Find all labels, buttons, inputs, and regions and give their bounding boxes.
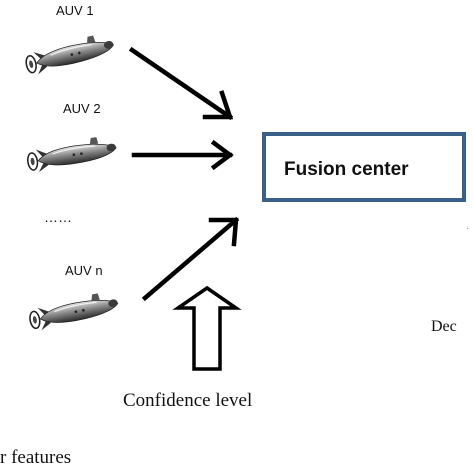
confidence-level-label: Confidence level bbox=[123, 390, 252, 411]
auv-1-label: AUV 1 bbox=[56, 3, 94, 18]
fusion-center-box: Fusion center bbox=[262, 132, 466, 202]
edge-mark: · bbox=[466, 223, 469, 234]
fusion-center-label: Fusion center bbox=[284, 159, 409, 180]
arrow-auv1-to-fusion-icon bbox=[128, 46, 234, 121]
hollow-up-arrow-icon bbox=[172, 285, 242, 371]
auv-2-label: AUV 2 bbox=[63, 101, 101, 116]
auv-n-vehicle-icon bbox=[26, 289, 121, 333]
decision-partial-label: Dec bbox=[431, 318, 457, 335]
arrow-auvn-to-fusion-icon bbox=[141, 216, 240, 302]
auv-1-vehicle-icon bbox=[22, 31, 118, 78]
auv-n-label: AUV n bbox=[65, 263, 103, 278]
arrow-auv2-to-fusion-icon bbox=[131, 139, 234, 171]
features-partial-label: r features bbox=[0, 447, 71, 468]
ellipsis: …… bbox=[44, 209, 72, 225]
auv-2-vehicle-icon bbox=[25, 133, 119, 175]
